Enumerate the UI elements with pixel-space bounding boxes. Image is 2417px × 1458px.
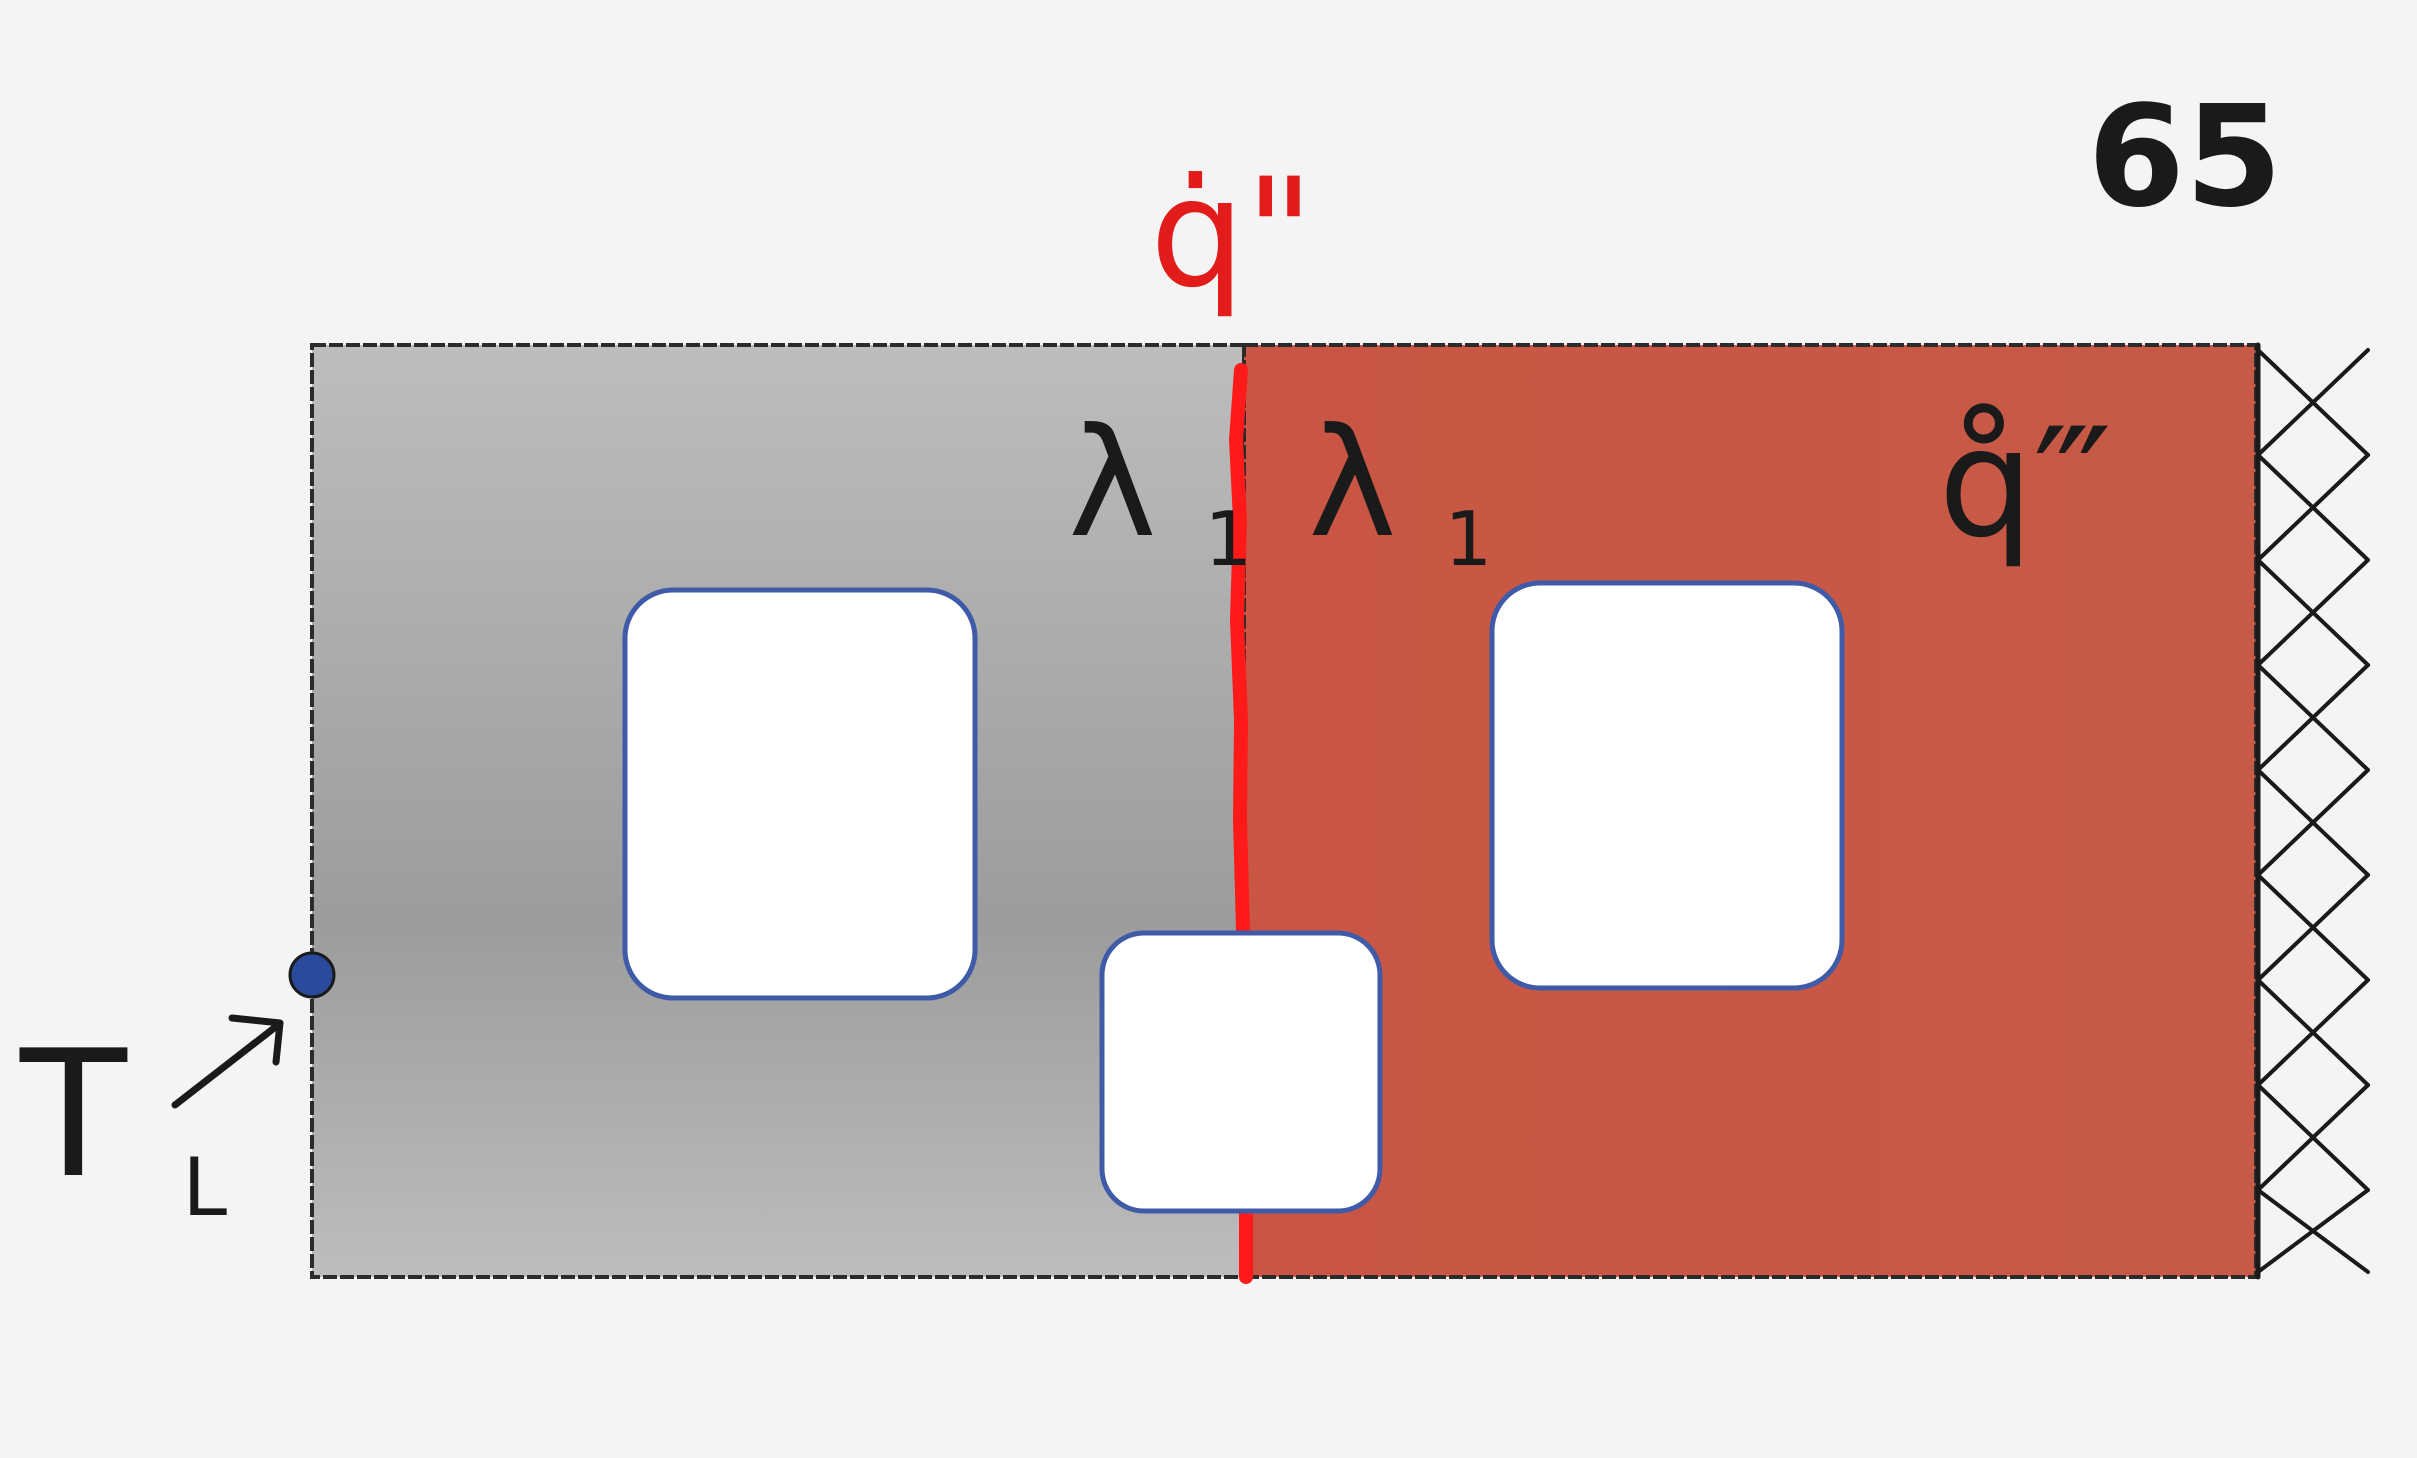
heat-flux-label: q̇" <box>1150 147 1314 321</box>
conductivity-left-subscript: 1 <box>1204 495 1252 583</box>
insulated-boundary-hatch-icon <box>2255 342 2370 1280</box>
conductivity-left-symbol: λ <box>1068 397 1157 571</box>
conductivity-right-symbol: λ <box>1308 397 1397 571</box>
conductivity-left-label: λ 1 <box>1068 397 1252 583</box>
left-temperature-label: T L <box>19 1014 228 1234</box>
hole-right <box>1489 580 1845 991</box>
arrow-icon <box>171 1014 284 1109</box>
left-temperature-subscript: L <box>183 1141 228 1234</box>
problem-number: 65 <box>2088 76 2283 239</box>
hole-left <box>622 587 978 1001</box>
hole-bottom-center <box>1099 930 1383 1214</box>
conductivity-right-subscript: 1 <box>1444 495 1492 583</box>
heat-generation-label: q̊‴ <box>1938 397 2111 571</box>
left-temperature-symbol: T <box>19 1014 128 1217</box>
temperature-node-icon <box>288 951 336 999</box>
conductivity-right-label: λ 1 <box>1308 397 1492 583</box>
